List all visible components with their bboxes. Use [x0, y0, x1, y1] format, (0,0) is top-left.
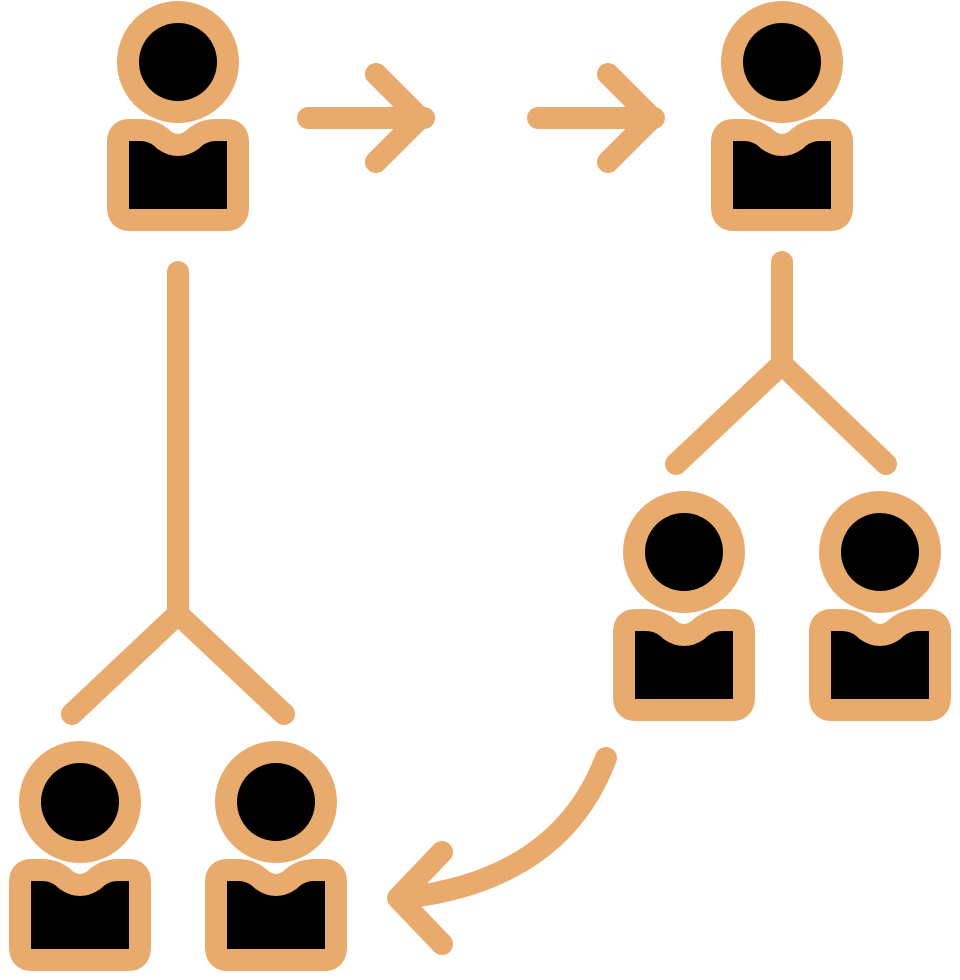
fork-connector-right: [665, 251, 897, 475]
arrow-right-icon: [527, 63, 665, 173]
fork-connector-left: [61, 261, 295, 725]
person-mid-right-2-icon: [820, 502, 940, 710]
curved-arrow-icon: [387, 747, 617, 955]
person-top-right-icon: [722, 12, 842, 220]
person-bottom-left-2-icon: [216, 752, 336, 960]
person-top-left-icon: [118, 12, 238, 220]
person-bottom-left-1-icon: [20, 752, 140, 960]
arrow-right-icon: [297, 63, 435, 173]
person-mid-right-1-icon: [624, 502, 744, 710]
